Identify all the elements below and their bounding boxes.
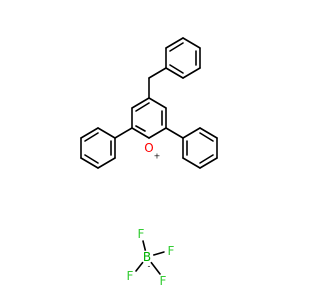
- bond: [135, 125, 146, 132]
- oxygen-label: O: [144, 141, 153, 155]
- bond: [131, 97, 150, 109]
- bond: [182, 37, 201, 49]
- heteroatom-o: O +: [142, 141, 160, 161]
- bond: [80, 157, 99, 169]
- bond: [80, 127, 99, 139]
- bond: [148, 97, 167, 109]
- molecule-canvas: O + B - F F F F: [80, 37, 218, 288]
- bond: [84, 132, 99, 142]
- bond: [182, 67, 201, 79]
- fluorine-label: F: [168, 244, 175, 258]
- boron-label: B: [143, 250, 151, 264]
- fluorine-label: F: [127, 269, 134, 283]
- bond: [165, 37, 184, 49]
- boron-atom: B -: [140, 250, 154, 271]
- cation-bonds: [80, 37, 218, 169]
- bond: [148, 67, 167, 79]
- boron-charge: -: [148, 262, 151, 271]
- bond: [131, 127, 150, 139]
- oxygen-charge: +: [154, 152, 161, 161]
- bond: [84, 154, 99, 164]
- bond: [165, 67, 184, 79]
- fluorine-atom: F: [134, 227, 148, 241]
- bond: [199, 127, 218, 139]
- bond: [165, 127, 184, 139]
- bond: [182, 157, 201, 169]
- bond: [199, 132, 214, 142]
- bond: [97, 127, 116, 139]
- structure-diagram: O + B - F F F F: [80, 37, 218, 288]
- bond: [114, 127, 133, 139]
- fluorine-label: F: [160, 274, 167, 288]
- bond: [199, 157, 218, 169]
- bond: [148, 127, 167, 139]
- bond: [169, 64, 184, 74]
- fluorine-label: F: [138, 227, 145, 241]
- bond: [169, 42, 184, 52]
- bond: [135, 102, 150, 112]
- bond: [97, 157, 116, 169]
- fluorine-atom: F: [156, 274, 170, 288]
- fluorine-atom: F: [164, 244, 178, 258]
- bond: [199, 154, 214, 164]
- fluorine-atom: F: [123, 269, 137, 283]
- bond: [182, 127, 201, 139]
